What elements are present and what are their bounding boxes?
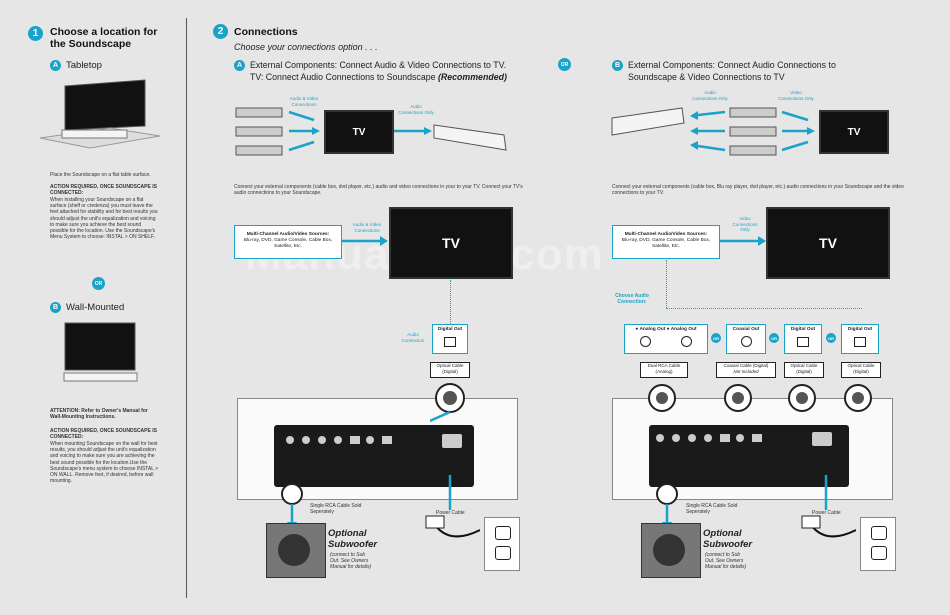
wall-mounted-illustration (63, 322, 138, 382)
digital-out-b2: Digital Out (841, 324, 879, 354)
power-label-a: Power Cable (436, 510, 465, 516)
tabletop-action-head: ACTION REQUIRED, ONCE SOUNDSCAPE IS CONN… (50, 184, 157, 197)
dotted-link-a (450, 280, 451, 324)
option-b-overview (611, 107, 815, 156)
optical-label-b2: Optical Cable (Digital) (841, 362, 881, 378)
option-a-overview (235, 107, 507, 156)
connect-b-title2: Soundscape & Video Connections to TV (628, 72, 785, 82)
dotted-bus-b (666, 308, 862, 309)
wall-action-body: When mounting Soundscape on the wall for… (50, 441, 159, 485)
tv-a-main: TV (389, 207, 513, 279)
wall-action-head: ACTION REQUIRED, ONCE SOUNDSCAPE IS CONN… (50, 428, 157, 441)
dotted-link-b (666, 260, 667, 308)
power-label-b: Power Cable (812, 510, 841, 516)
power-cable-a (425, 475, 480, 538)
sources-box-b: Multi-Channel Audio/Video Sources:Blu-ra… (612, 225, 720, 259)
option-a-description: Connect your external components (cable … (234, 184, 523, 197)
sub-cable-label-b: Single RCA Cable Sold Seperately (686, 503, 738, 516)
section-divider (186, 18, 187, 598)
connectors-b (648, 384, 872, 446)
subwoofer-title-b: Optional Subwoofer (703, 528, 753, 550)
caption-av: Audio & Video Connections (289, 96, 319, 107)
tv-b-top: TV (819, 110, 889, 154)
optical-label-b1: Optical Cable (Digital) (784, 362, 824, 378)
option-b-description: Connect your external components (cable … (612, 184, 904, 197)
soundbar-a (237, 398, 518, 500)
arrow-to-tv-a (342, 236, 388, 246)
subwoofer-note-a: (connect to Sub Out. See Owners Manual f… (330, 552, 372, 571)
subwoofer-note-b: (connect to Sub Out. See Owners Manual f… (705, 552, 747, 571)
soundbar-a-ports (286, 434, 462, 448)
digital-out-b1: Digital Out (784, 324, 822, 354)
option-a-badge: A (50, 60, 61, 71)
connect-b-title: External Components: Connect Audio Conne… (628, 60, 836, 70)
subwoofer-a (266, 523, 326, 578)
or-small-1: OR (711, 333, 721, 343)
arrow-to-tv-b (720, 236, 766, 246)
section-2-subtitle: Choose your connections option . . . (234, 42, 378, 52)
caption-av-2: Audio & Video Connections (352, 222, 382, 233)
optical-label-a: Optical Cable (Digital) (430, 362, 470, 378)
or-small-3: OR (826, 333, 836, 343)
analog-out-b: ● Analog Out ● Analog Out (624, 324, 708, 354)
or-badge: OR (92, 277, 105, 290)
tv-b-main: TV (766, 207, 890, 279)
section-1-title: Choose a location for the Soundscape (50, 26, 158, 50)
connect-a-title: External Components: Connect Audio & Vid… (250, 60, 507, 70)
digital-out-a: Digital Out (432, 324, 468, 354)
caption-audio-only: Audio Connections Only (398, 104, 434, 115)
section-2-title: Connections (234, 26, 298, 38)
coax-cable-label: Coaxial Cable (Digital)Not Included (716, 362, 776, 378)
soundbar-b (612, 398, 893, 500)
choose-audio-connection: Choose Audio Connection: (615, 293, 649, 305)
connect-a-title2: TV: Connect Audio Connections to Soundsc… (250, 72, 507, 82)
or-small-2: OR (769, 333, 779, 343)
step-1-badge: 1 (28, 26, 43, 41)
optical-connector-a (430, 383, 465, 423)
coaxial-out-b: Coaxial Out (726, 324, 766, 354)
tabletop-illustration (40, 79, 160, 149)
caption-b-video-2: Video Connections Only (732, 216, 758, 232)
wall-mounted-title: Wall-Mounted (66, 302, 125, 313)
step-2-badge: 2 (213, 24, 228, 39)
dual-rca-label: Dual RCA Cable (Analog) (640, 362, 688, 378)
sub-cable-label-a: Single RCA Cable Sold Seperately (310, 503, 362, 516)
or-mid-badge: OR (558, 58, 571, 71)
outlet-a (484, 517, 520, 571)
tv-a-top: TV (324, 110, 394, 154)
connect-b-badge: B (612, 60, 623, 71)
caption-b-audio-only: Audio Connections Only (692, 90, 728, 101)
tabletop-action-body: When installing your Soundscape on a fla… (50, 197, 158, 241)
power-cable-b (801, 475, 856, 538)
soundbar-a-panel (274, 425, 474, 487)
tabletop-title: Tabletop (66, 60, 102, 71)
sources-box-a: Multi-Channel Audio/Video Sources:Blu-ra… (234, 225, 342, 259)
caption-b-video-only: Video Connections Only (778, 90, 814, 101)
tabletop-caption: Place the Soundscape on a flat table sur… (50, 172, 151, 178)
wall-attention: ATTENTION: Refer to Owner's Manual for W… (50, 408, 148, 421)
subwoofer-b (641, 523, 701, 578)
option-b-badge: B (50, 302, 61, 313)
caption-audio-connection: Audio Connection (401, 332, 425, 343)
connect-a-badge: A (234, 60, 245, 71)
subwoofer-title-a: Optional Subwoofer (328, 528, 378, 550)
outlet-b (860, 517, 896, 571)
